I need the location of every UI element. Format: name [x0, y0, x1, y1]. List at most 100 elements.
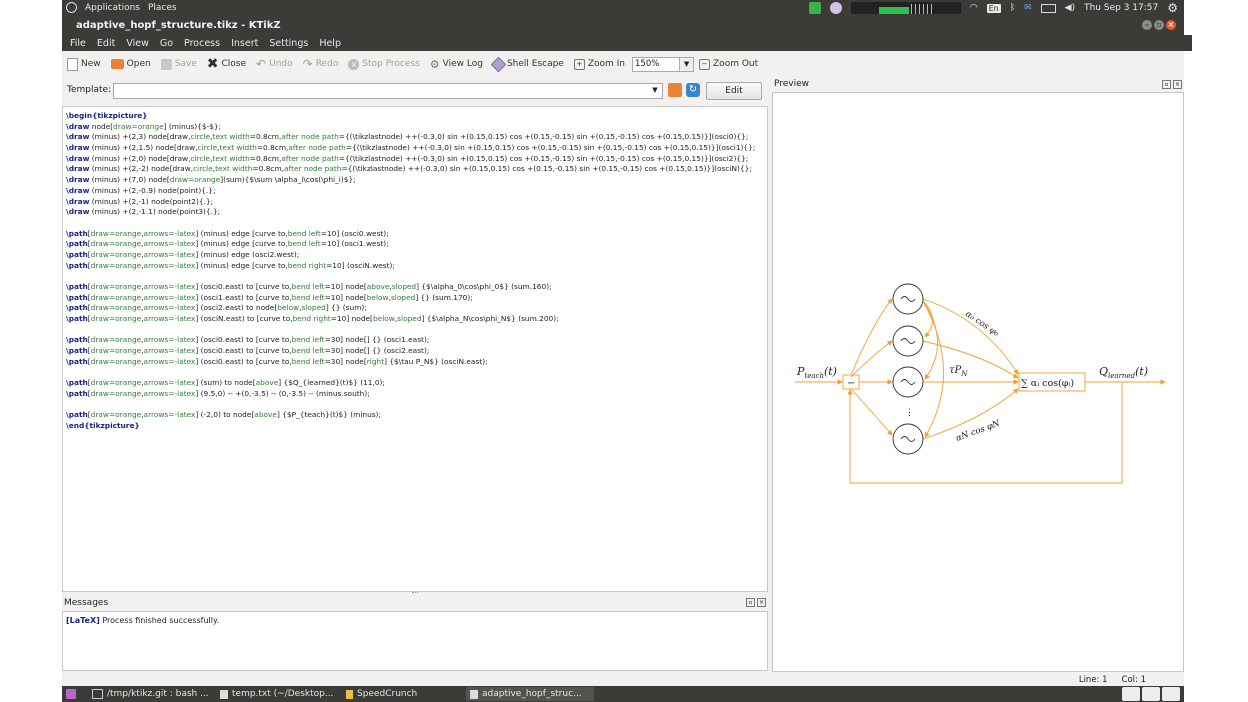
preview-panel[interactable]: Pteach(t) − ∑ αᵢ cos(φᵢ) Qlearned(t) α₀ … [772, 92, 1184, 672]
code-line: \path[draw=orange,arrows=-latex] (osci2.… [66, 303, 367, 313]
menu-help[interactable]: Help [319, 37, 341, 49]
p-teach-label: Pteach(t) [796, 365, 837, 380]
update-check-icon[interactable] [808, 2, 821, 14]
sine-wave-N [900, 436, 916, 442]
latex-tag: [LaTeX] [66, 616, 100, 625]
code-line: \path[draw=orange,arrows=-latex] (minus)… [66, 260, 395, 270]
chrome-icon[interactable] [1142, 687, 1160, 701]
wifi-icon[interactable]: ◠ [969, 3, 978, 13]
code-line: \draw (minus) +(2,-1) node(point2){.}; [66, 196, 214, 206]
edge-osci0-osci2 [922, 300, 938, 380]
template-dropdown-icon[interactable]: ▼ [652, 86, 658, 94]
menu-insert[interactable]: Insert [231, 37, 259, 49]
main-toolbar: New Open Save ✖ Close ↶ Undo ↷ Redo × St… [62, 52, 1184, 76]
messages-panel[interactable]: [LaTeX] Process finished successfully. [62, 611, 768, 671]
template-reload-icon[interactable]: ↻ [686, 83, 700, 97]
bluetooth-icon[interactable]: ᛒ [1009, 3, 1016, 13]
firefox-icon[interactable] [1122, 687, 1140, 701]
code-line: \path[draw=orange,arrows=-latex] (osci1.… [66, 292, 473, 302]
task-terminal[interactable]: /tmp/ktikz.git : bash ... [92, 687, 210, 701]
stop-process-button[interactable]: × Stop Process [343, 54, 424, 74]
code-line [66, 325, 767, 336]
ubuntu-icon[interactable] [66, 2, 77, 13]
ktikz-icon [470, 689, 478, 699]
float-preview-icon[interactable]: ▫ [1162, 80, 1171, 89]
close-dock-icon[interactable]: × [757, 598, 766, 607]
minus-sign: − [847, 378, 855, 389]
template-input[interactable] [113, 83, 663, 99]
zoom-out-button[interactable]: − Zoom Out [694, 54, 763, 74]
feedback-loop [847, 382, 1123, 484]
close-label: Close [221, 59, 247, 69]
tikz-code-editor[interactable]: \begin{tikzpicture}\draw node[draw=orang… [62, 106, 768, 592]
trash-icon[interactable] [1162, 687, 1180, 701]
shell-escape-icon [490, 56, 507, 72]
close-button[interactable]: ✖ Close [202, 54, 251, 74]
redo-button[interactable]: ↷ Redo [298, 54, 344, 74]
code-line: \path[draw=orange,arrows=-latex] (osci0.… [66, 346, 430, 356]
messages-title: Messages [64, 598, 109, 608]
clock[interactable]: Thu Sep 3 17:57 [1084, 3, 1159, 13]
undo-button[interactable]: ↶ Undo [251, 54, 298, 74]
zoom-out-label: Zoom Out [713, 59, 759, 69]
screen: Applications Places ◠ En ᛒ ✉ ◀) Thu Sep … [62, 0, 1192, 702]
edge-osciN-sum [922, 388, 1019, 440]
menu-settings[interactable]: Settings [269, 37, 309, 49]
show-desktop-icon[interactable] [66, 689, 76, 699]
new-button[interactable]: New [62, 54, 106, 74]
template-open-icon[interactable] [668, 83, 682, 97]
maximize-button[interactable]: ▫ [1154, 20, 1164, 30]
menu-file[interactable]: File [70, 37, 86, 49]
code-line: \draw (minus) +(2,3) node[draw,circle,te… [66, 132, 749, 142]
zoom-input[interactable]: 150% [632, 56, 681, 72]
close-window-button[interactable]: × [1166, 20, 1176, 30]
code-line [66, 271, 767, 282]
zoom-combobox[interactable]: 150% ▼ [632, 56, 695, 72]
chevron-down-icon[interactable]: ▼ [680, 56, 695, 72]
top-panel: Applications Places ◠ En ᛒ ✉ ◀) Thu Sep … [62, 0, 1184, 16]
volume-icon[interactable]: ◀) [1064, 3, 1076, 13]
mail-icon[interactable]: ✉ [1024, 3, 1032, 13]
task-speedcrunch[interactable]: SpeedCrunch [346, 687, 464, 701]
code-line: \draw node[draw=orange] (minus){$-$}; [66, 121, 222, 131]
template-edit-button[interactable]: Edit [706, 82, 762, 100]
view-log-button[interactable]: ⚙ View Log [425, 54, 488, 74]
save-label: Save [174, 59, 197, 69]
menu-view[interactable]: View [126, 37, 149, 49]
task-ktikz[interactable]: adaptive_hopf_struc... [466, 687, 594, 701]
column-indicator: Col: 1 [1121, 675, 1146, 685]
open-button[interactable]: Open [106, 54, 156, 74]
redo-label: Redo [315, 59, 339, 69]
code-line: \path[draw=orange,arrows=-latex] (osci0.… [66, 282, 552, 291]
minimize-button[interactable]: – [1142, 20, 1152, 30]
sine-wave-2 [900, 379, 916, 385]
places-menu[interactable]: Places [147, 2, 177, 13]
shell-escape-button[interactable]: Shell Escape [488, 54, 569, 74]
menu-go[interactable]: Go [159, 37, 174, 49]
taskbar-tray [1122, 687, 1180, 701]
task-text-editor[interactable]: temp.txt (~/Desktop... [220, 687, 338, 701]
menu-process[interactable]: Process [184, 37, 221, 49]
battery-icon[interactable] [1040, 3, 1056, 13]
close-preview-icon[interactable]: × [1173, 80, 1182, 89]
sum-label: ∑ αᵢ cos(φᵢ) [1021, 378, 1074, 389]
oscillator-N [892, 423, 924, 455]
gear-icon[interactable]: ⚙ [1167, 1, 1178, 15]
edge-minus-osciN [850, 388, 893, 436]
float-dock-icon[interactable]: ▫ [746, 598, 755, 607]
alpha0-label: α₀ cos φ₀ [963, 309, 1001, 339]
menu-edit[interactable]: Edit [96, 37, 116, 49]
splitter-handle[interactable] [412, 592, 418, 595]
window-titlebar[interactable]: adaptive_hopf_structure.tikz - KTikZ – ▫… [62, 16, 1184, 35]
zoom-in-button[interactable]: + Zoom In [569, 54, 630, 74]
keyboard-layout-indicator[interactable]: En [986, 3, 1001, 13]
text-editor-icon [220, 689, 228, 699]
save-button[interactable]: Save [156, 54, 202, 74]
sum-node-box [1018, 372, 1086, 392]
status-bar: Line: 1 Col: 1 [62, 673, 1184, 686]
task-ktikz-label: adaptive_hopf_struc... [482, 689, 582, 699]
pidgin-icon[interactable] [829, 2, 842, 14]
applications-menu[interactable]: Applications [85, 2, 140, 13]
system-monitor-graph[interactable] [850, 2, 961, 14]
code-line: \path[draw=orange,arrows=-latex] (osci0.… [66, 335, 430, 345]
